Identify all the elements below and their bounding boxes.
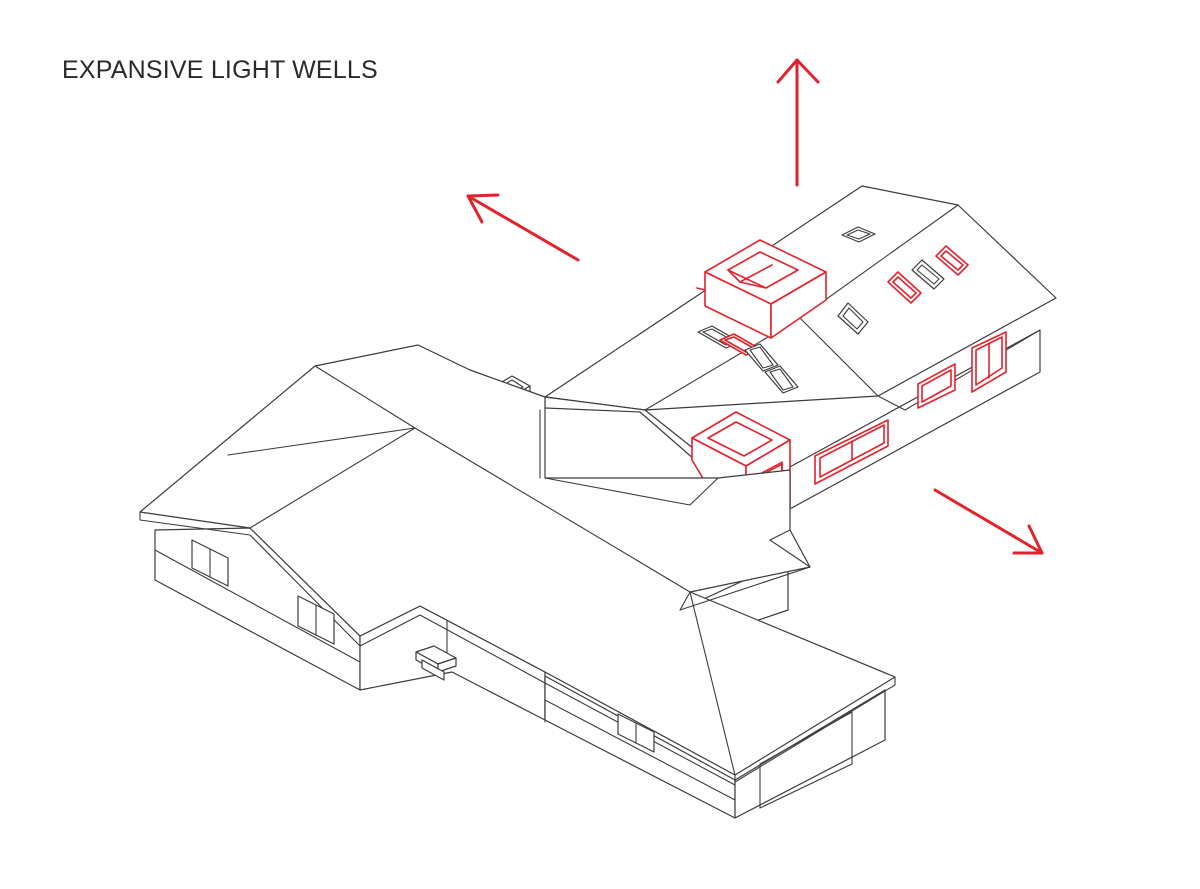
main-wing-windows <box>191 539 655 753</box>
skylight <box>744 343 779 372</box>
window <box>191 539 229 587</box>
window <box>297 595 335 645</box>
light-well-upper <box>696 239 827 339</box>
skylight <box>841 226 876 243</box>
window-red <box>971 331 1007 393</box>
arrow-down-right <box>933 488 1044 555</box>
window <box>617 713 655 753</box>
diagram-title: EXPANSIVE LIGHT WELLS <box>62 56 378 84</box>
facade-windows-red <box>814 331 1007 485</box>
window-red <box>814 419 889 485</box>
arrow-up-left <box>466 193 580 262</box>
arrow-up <box>776 58 820 187</box>
main-wing <box>139 344 896 819</box>
skylights <box>697 226 969 394</box>
window-red <box>917 363 956 409</box>
skylight-red <box>935 245 969 276</box>
skylight <box>764 365 799 394</box>
porch-steps <box>415 645 457 681</box>
skylight <box>837 302 869 335</box>
skylight <box>911 259 945 290</box>
skylight-red <box>887 271 922 304</box>
